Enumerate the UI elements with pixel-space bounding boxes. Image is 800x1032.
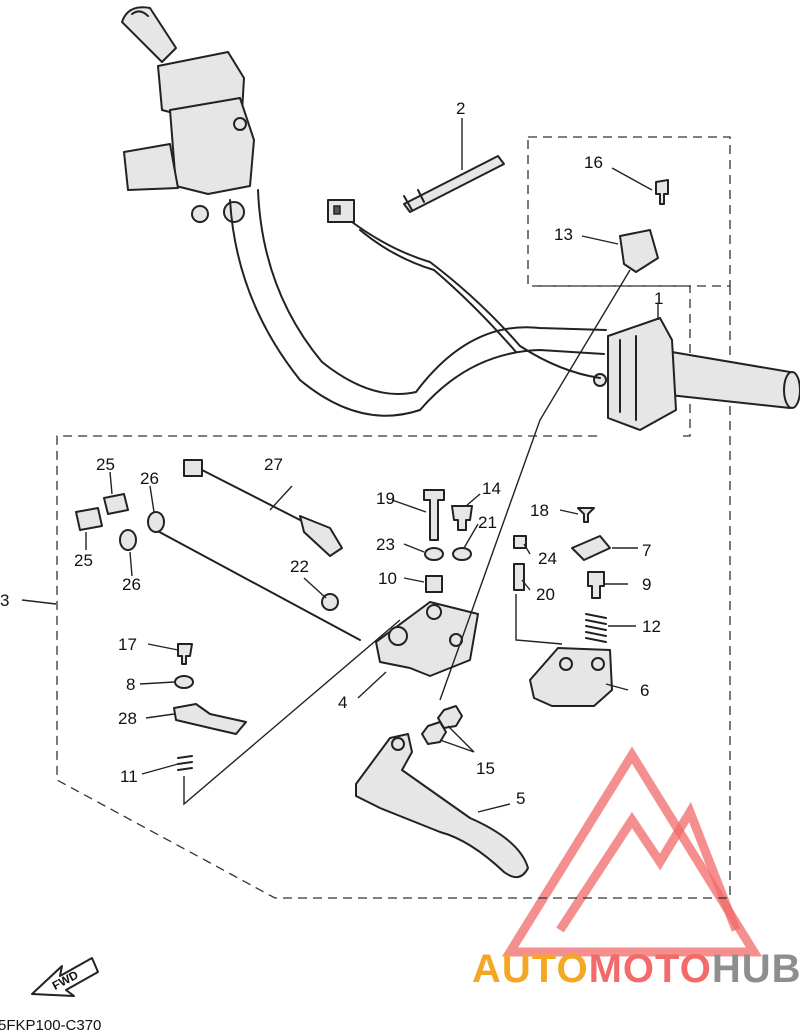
- callout-3: 3: [0, 591, 9, 610]
- washer-26-top: [147, 511, 165, 533]
- collar-10: [425, 575, 443, 593]
- watermark-hub: HUB: [712, 947, 800, 991]
- right-grip: [659, 349, 799, 409]
- bolt-14: [451, 505, 473, 531]
- handlebar-assembly: [121, 6, 800, 431]
- callout-25-top: 25: [96, 455, 115, 474]
- callout-23: 23: [376, 535, 395, 554]
- bolt-17: [177, 643, 193, 665]
- callout-4: 4: [338, 693, 347, 712]
- fwd-arrow-icon: [31, 957, 99, 997]
- cover-13: [619, 229, 659, 273]
- svg-text:AUTOMOTOHUB: AUTOMOTOHUB: [472, 947, 800, 991]
- clutch-lever: [355, 733, 529, 879]
- washer-21: [452, 547, 472, 561]
- callout-16: 16: [584, 153, 603, 172]
- callout-26-bottom: 26: [122, 575, 141, 594]
- callout-17: 17: [118, 635, 137, 654]
- watermark-triangle-outer: [501, 746, 763, 957]
- washer-8: [174, 675, 194, 689]
- watermark-triangle-inner: [556, 801, 741, 933]
- callout-7: 7: [642, 541, 651, 560]
- pin-20: [513, 563, 525, 591]
- callout-1: 1: [654, 289, 663, 308]
- switch-holder-6: [529, 647, 613, 707]
- lever-assembly: [355, 489, 529, 879]
- pin-24: [513, 535, 527, 549]
- callout-21: 21: [478, 513, 497, 532]
- plate-7: [571, 535, 611, 561]
- cable-band: [403, 155, 505, 213]
- fwd-arrow: FWD: [31, 957, 99, 997]
- callout-6: 6: [640, 681, 649, 700]
- callout-20: 20: [536, 585, 555, 604]
- nut-15-top: [437, 705, 463, 729]
- callout-15: 15: [476, 759, 495, 778]
- callout-18: 18: [530, 501, 549, 520]
- callout-12: 12: [642, 617, 661, 636]
- left-small-parts: [75, 459, 361, 641]
- callout-28: 28: [118, 709, 137, 728]
- screw-25-bottom: [75, 507, 103, 531]
- spring-11: [177, 755, 193, 771]
- group-box-3: [56, 286, 731, 899]
- callout-5: 5: [516, 789, 525, 808]
- nut-15-bottom: [421, 721, 447, 745]
- left-lever-holder: [169, 97, 255, 195]
- cable-27-end: [299, 515, 343, 557]
- left-grip: [121, 6, 177, 63]
- rod-26: [151, 527, 361, 641]
- callout-13: 13: [554, 225, 573, 244]
- callout-10: 10: [378, 569, 397, 588]
- callout-9: 9: [642, 575, 651, 594]
- callout-2: 2: [456, 99, 465, 118]
- callout-25-bottom: 25: [74, 551, 93, 570]
- leader-lines: [21, 118, 659, 813]
- callout-14: 14: [482, 479, 501, 498]
- screw-16: [655, 179, 669, 205]
- screw-25-top: [103, 493, 129, 515]
- callout-27: 27: [264, 455, 283, 474]
- callout-labels: 1 2 3 4 5 6 7 8 9 10 11 12 13 14 15 16 1…: [0, 99, 663, 808]
- cover-parts: [619, 179, 669, 273]
- washer-26-bottom: [119, 529, 137, 551]
- callout-19: 19: [376, 489, 395, 508]
- watermark-moto: MOTO: [589, 947, 712, 991]
- right-switch-housing: [607, 317, 677, 431]
- callout-22: 22: [290, 557, 309, 576]
- harness-connector: [327, 199, 355, 223]
- callout-26-top: 26: [140, 469, 159, 488]
- spring-12: [585, 613, 607, 643]
- wiring-harness: [327, 155, 601, 379]
- bolt-19: [423, 489, 445, 541]
- clutch-switch-parts: [173, 507, 613, 771]
- connector-27: [183, 459, 203, 477]
- washer-23: [424, 547, 444, 561]
- diagram-code: 5FKP100-C370: [0, 1017, 101, 1032]
- plate-28: [173, 703, 247, 735]
- lever-bracket: [375, 601, 479, 677]
- watermark-auto: AUTO: [472, 947, 589, 991]
- screw-18: [577, 507, 595, 523]
- cable-27: [201, 469, 301, 521]
- callout-8: 8: [126, 675, 135, 694]
- left-clamp: [123, 143, 179, 191]
- pin-9: [587, 571, 605, 599]
- callout-24: 24: [538, 549, 557, 568]
- fwd-label: FWD: [50, 968, 81, 993]
- callout-11: 11: [120, 767, 138, 786]
- handlebar-tube-inner: [257, 189, 607, 395]
- handlebar-tube-outer: [229, 199, 605, 417]
- harness-wire: [351, 221, 601, 379]
- automotohub-watermark: AUTOMOTOHUB: [472, 746, 800, 991]
